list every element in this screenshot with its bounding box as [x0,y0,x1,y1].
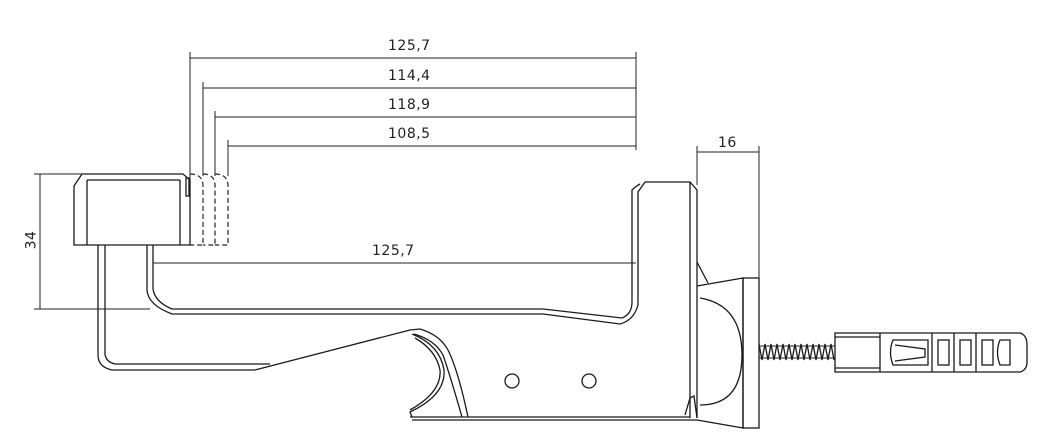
dimension-label-125-7-lower: 125,7 [372,243,415,259]
wall-plate [696,261,760,429]
wall-anchor [834,332,1028,373]
mounting-hole [504,373,520,389]
dimension-lines [34,52,760,310]
bracket-body [97,181,698,421]
cap-block [73,173,229,246]
dimension-label-118-9: 118,9 [388,97,431,113]
dimension-label-34: 34 [23,230,40,250]
dimension-label-16: 16 [718,135,737,151]
screw [758,343,835,361]
dimension-label-125-7-top: 125,7 [388,38,431,54]
dimension-label-108-5: 108,5 [388,126,431,142]
mounting-hole [581,373,597,389]
dimension-label-114-4: 114,4 [388,68,431,84]
